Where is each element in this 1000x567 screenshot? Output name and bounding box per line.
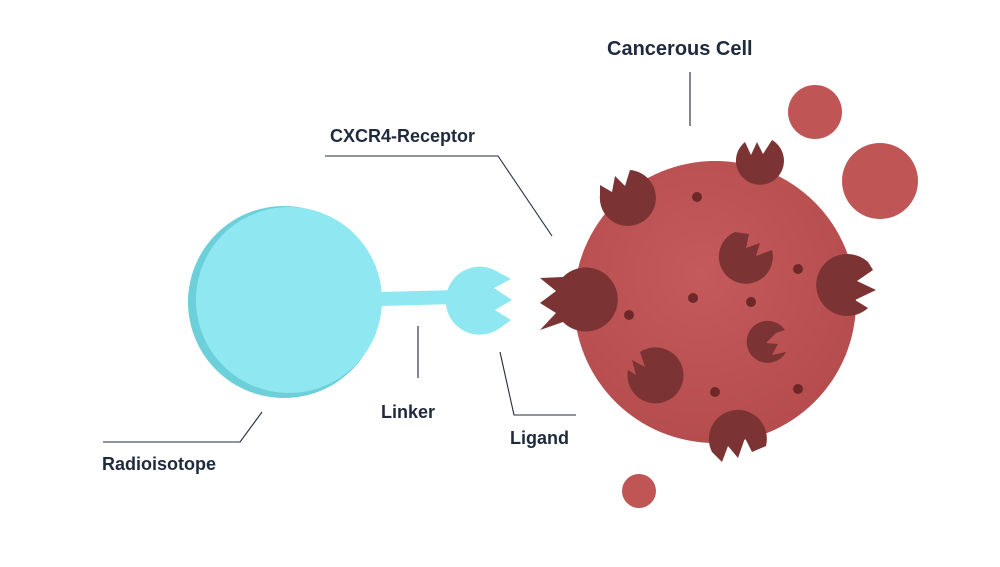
label-ligand: Ligand: [510, 428, 569, 448]
cxcr4-receptor: [746, 320, 786, 363]
cell-dot: [688, 293, 698, 303]
cxcr4-receptor: [627, 347, 684, 404]
label-cancerous-cell: Cancerous Cell: [607, 38, 753, 60]
cell-dot: [746, 297, 756, 307]
label-cxcr4-receptor: CXCR4-Receptor: [330, 126, 475, 146]
cell-fragment: [842, 143, 918, 219]
cell-fragment: [622, 474, 656, 508]
leader-line-ligand: [499, 351, 576, 416]
leader-line-receptor: [325, 155, 553, 237]
label-linker: Linker: [381, 402, 435, 422]
cell-dot: [793, 264, 803, 274]
ligand: [445, 266, 512, 335]
leader-line-radioisotope: [103, 411, 263, 443]
cxcr4-receptor: [718, 232, 773, 284]
cxcr4-receptor: [540, 267, 618, 332]
cell-dot: [793, 384, 803, 394]
cell-dot: [624, 310, 634, 320]
label-radioisotope: Radioisotope: [102, 454, 216, 474]
cell-dot: [710, 387, 720, 397]
radioisotope: [196, 207, 382, 393]
cell-dot: [692, 192, 702, 202]
linker-bar: [380, 290, 455, 306]
cxcr4-receptor: [816, 253, 876, 316]
cxcr4-receptor: [708, 409, 767, 462]
cxcr4-receptor: [599, 170, 656, 226]
cell-fragment: [788, 85, 842, 139]
cxcr4-receptor: [735, 140, 784, 185]
